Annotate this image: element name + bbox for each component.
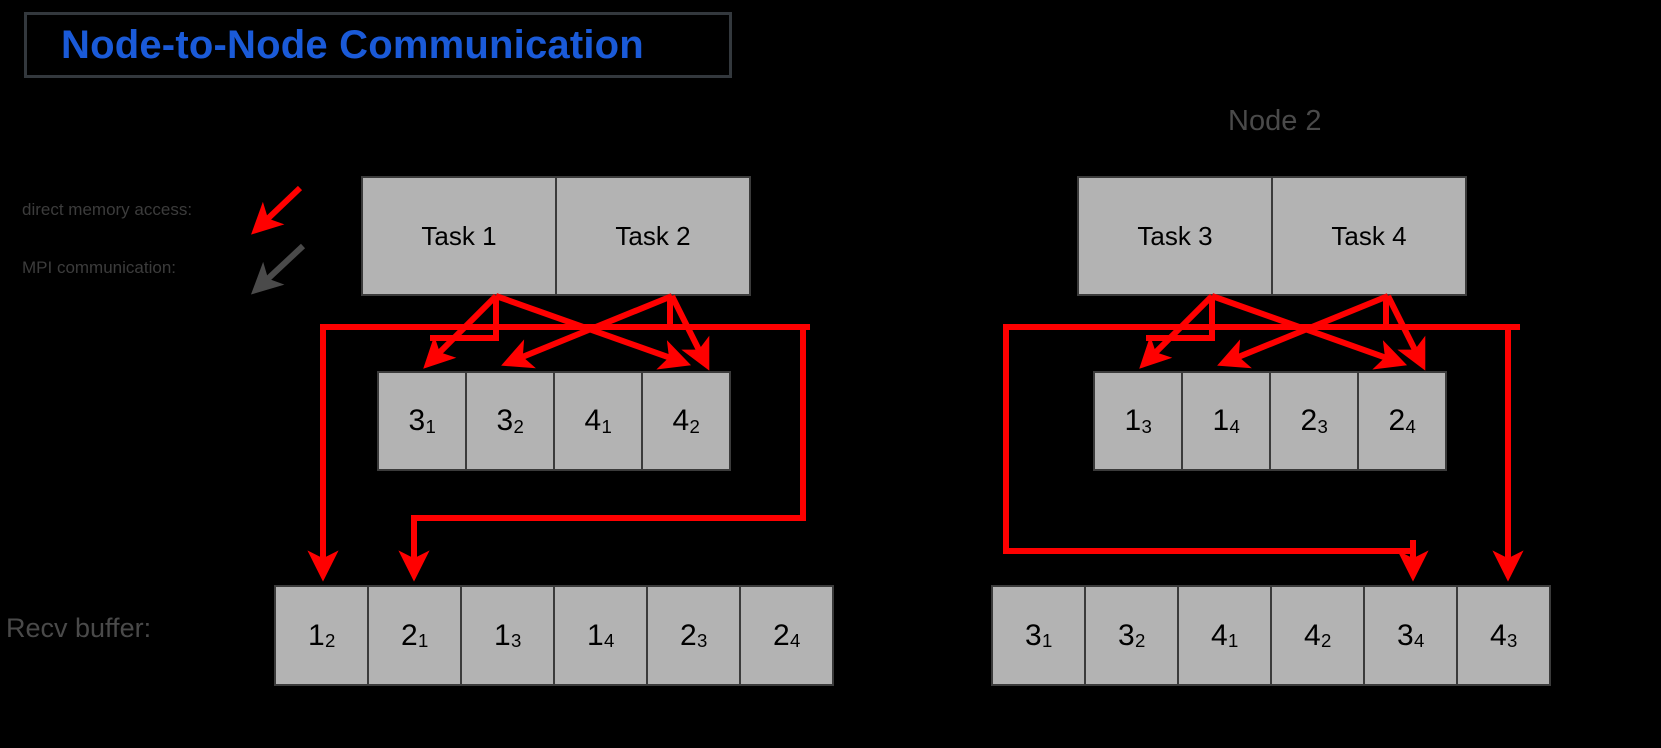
task-box[interactable]: Task 3 [1077, 176, 1273, 296]
buffer-cell-subscript: 2 [1321, 630, 1332, 652]
buffer-cell-base: 1 [1124, 404, 1142, 437]
arrow-left-task2-to-slot4 [669, 294, 710, 371]
buffer-cell-subscript: 2 [1135, 630, 1146, 652]
buffer-cell-subscript: 4 [1229, 415, 1240, 437]
buffer-cell-base: 1 [586, 618, 604, 652]
arrow-right-task4-to-slot4 [1385, 294, 1426, 371]
route-left-outbound-trunk [667, 296, 810, 330]
title-box: Node-to-Node Communication [24, 12, 732, 78]
buffer-cell-base: 4 [1303, 618, 1321, 652]
legend-label-direct-memory-access: direct memory access: [22, 200, 193, 219]
buffer-cell-subscript: 3 [511, 630, 522, 652]
arrow-left-task2-to-slot2 [501, 293, 674, 369]
arrow-right-task3-to-slot3 [1210, 293, 1408, 370]
legend-arrow-mpi-communication [250, 243, 306, 295]
buffer-cell-base: 3 [1024, 618, 1042, 652]
arrow-right-task4-to-slot2 [1217, 293, 1390, 369]
buffer-cell-subscript: 3 [697, 630, 708, 652]
buffer-cell-base: 1 [1212, 404, 1230, 437]
legend-label-mpi-communication: MPI communication: [22, 258, 176, 277]
buffer-cell-base: 1 [307, 618, 325, 652]
buffer-cell-subscript: 1 [1042, 630, 1053, 652]
buffer-cell-subscript: 2 [513, 415, 524, 437]
page-title: Node-to-Node Communication [61, 22, 644, 67]
buffer-cell-base: 2 [772, 618, 790, 652]
arrow-left-task1-to-slot1 [423, 293, 499, 369]
buffer-cell-base: 3 [408, 404, 426, 437]
buffer-cell-base: 2 [400, 618, 418, 652]
buffer-cell-base: 3 [1117, 618, 1135, 652]
buffer-cell-subscript: 4 [1405, 415, 1416, 437]
node-label-right: Node 2 [1228, 105, 1322, 137]
recv-buffer-label: Recv buffer: [6, 613, 152, 643]
buffer-cell-base: 4 [1210, 618, 1228, 652]
buffer-cell-subscript: 1 [601, 415, 612, 437]
buffer-cell-subscript: 1 [425, 415, 436, 437]
task-box[interactable]: Task 4 [1271, 176, 1467, 296]
buffer-cell-base: 2 [1300, 404, 1318, 437]
buffer-cell-subscript: 4 [604, 630, 615, 652]
buffer-cell-base: 3 [1396, 618, 1414, 652]
buffer-cell-subscript: 4 [790, 630, 801, 652]
buffer-cell-base: 4 [672, 404, 690, 437]
buffer-cell-base: 1 [493, 618, 511, 652]
buffer-cell-base: 2 [1388, 404, 1406, 437]
legend-arrow-direct-memory-access [251, 185, 303, 235]
elbow-right-task3 [1146, 296, 1215, 341]
buffer-cell-base: 4 [1489, 618, 1507, 652]
buffer-cell-subscript: 4 [1414, 630, 1425, 652]
task-box[interactable]: Task 1 [361, 176, 557, 296]
buffer-cell-subscript: 3 [1141, 415, 1152, 437]
right-node-task-row: Task 3 Task 4 [1077, 176, 1467, 296]
buffer-cell-subscript: 3 [1317, 415, 1328, 437]
buffer-cell-subscript: 2 [689, 415, 700, 437]
buffer-cell-subscript: 3 [1507, 630, 1518, 652]
buffer-cell-base: 2 [679, 618, 697, 652]
buffer-cell-subscript: 1 [1228, 630, 1239, 652]
buffer-cell-base: 3 [496, 404, 514, 437]
buffer-cell-subscript: 1 [418, 630, 429, 652]
left-node-task-row: Task 1 Task 2 [361, 176, 751, 296]
buffer-cell-subscript: 2 [325, 630, 336, 652]
buffer-cell-base: 4 [584, 404, 602, 437]
arrow-right-task3-to-slot1 [1139, 293, 1215, 369]
task-box[interactable]: Task 2 [555, 176, 751, 296]
elbow-left-task1 [430, 296, 499, 341]
arrow-left-task1-to-slot3 [494, 293, 692, 370]
